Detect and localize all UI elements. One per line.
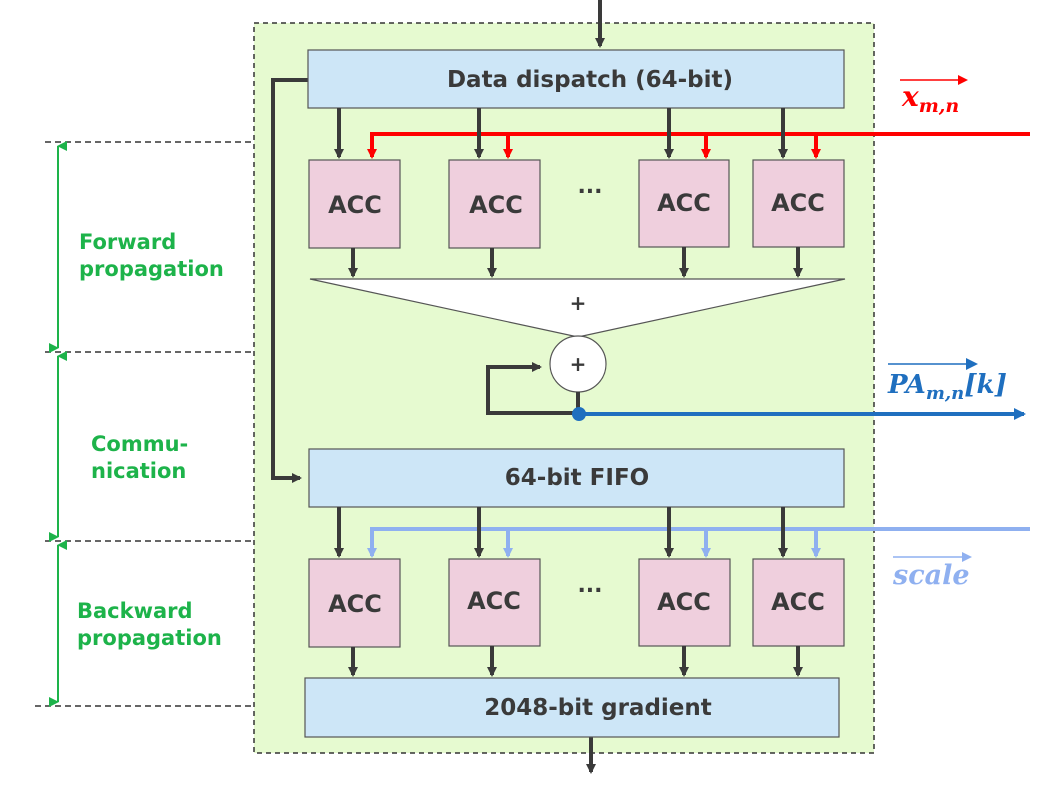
x-bus <box>367 132 1030 159</box>
backward-ellipsis: ... <box>577 573 602 598</box>
data-dispatch-block <box>307 49 845 109</box>
pa-signal-text: PAm,n[k] <box>887 370 1007 404</box>
backward-acc-3: ACC <box>638 558 731 647</box>
forward-ellipsis: ... <box>577 174 602 199</box>
adder-tree <box>309 278 846 338</box>
backward-label-line2: propagation <box>77 626 222 650</box>
acc-label: ACC <box>467 587 521 615</box>
communication-label-line2: nication <box>91 459 186 483</box>
fifo-label: 64-bit FIFO <box>505 465 649 491</box>
forward-label-line2: propagation <box>79 257 224 281</box>
acc-label: ACC <box>657 189 711 217</box>
acc-label: ACC <box>328 590 382 618</box>
gradient-label: 2048-bit gradient <box>484 695 712 721</box>
backward-acc-2: ACC <box>448 558 541 647</box>
backward-label-line1: Backward <box>77 599 193 623</box>
backward-acc-1: ACC <box>308 558 401 648</box>
accumulator-sign: + <box>570 352 587 376</box>
forward-acc-3: ACC <box>638 159 730 248</box>
data-dispatch-label: Data dispatch (64-bit) <box>447 67 733 93</box>
x-signal-label: xm,n <box>900 75 968 117</box>
scale-bus <box>367 527 1030 558</box>
acc-label: ACC <box>771 588 825 616</box>
fifo-block <box>308 448 845 508</box>
gradient-block <box>304 677 840 738</box>
forward-acc-4: ACC <box>752 159 845 248</box>
acc-label: ACC <box>657 588 711 616</box>
acc-label: ACC <box>469 191 523 219</box>
bypass-path <box>271 78 308 483</box>
backward-acc-4: ACC <box>752 558 845 647</box>
pa-output-node <box>572 407 586 421</box>
communication-label-line1: Commu- <box>91 432 188 456</box>
forward-label-line1: Forward <box>79 230 176 254</box>
scale-signal-label: scale <box>892 552 972 591</box>
adder-tree-sign: + <box>570 291 587 315</box>
accumulator-feedback <box>486 362 578 415</box>
forward-acc-1: ACC <box>308 159 401 249</box>
x-signal-text: xm,n <box>901 80 959 117</box>
scale-signal-text: scale <box>892 560 970 591</box>
forward-acc-2: ACC <box>448 159 541 249</box>
acc-label: ACC <box>771 189 825 217</box>
acc-label: ACC <box>328 191 382 219</box>
pa-signal-label: PAm,n[k] <box>887 358 1007 404</box>
